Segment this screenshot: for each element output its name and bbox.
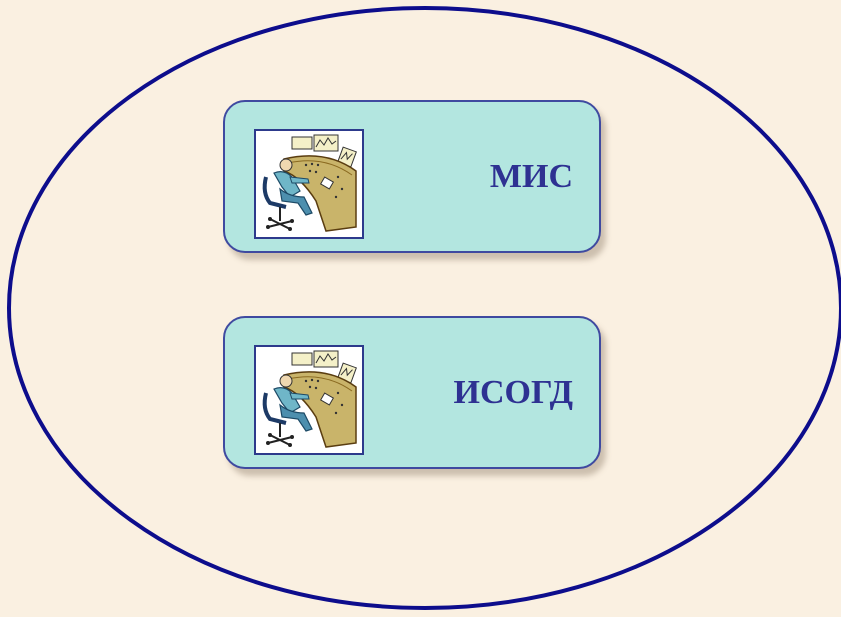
operator-at-control-console-icon [254, 129, 364, 239]
boundary-ellipse [7, 6, 841, 610]
system-card-isogd: ИСОГД [223, 316, 601, 469]
card-label: ИСОГД [453, 373, 573, 411]
operator-at-control-console-icon [254, 345, 364, 455]
card-label: МИС [489, 157, 573, 195]
system-card-mis: МИС [223, 100, 601, 253]
